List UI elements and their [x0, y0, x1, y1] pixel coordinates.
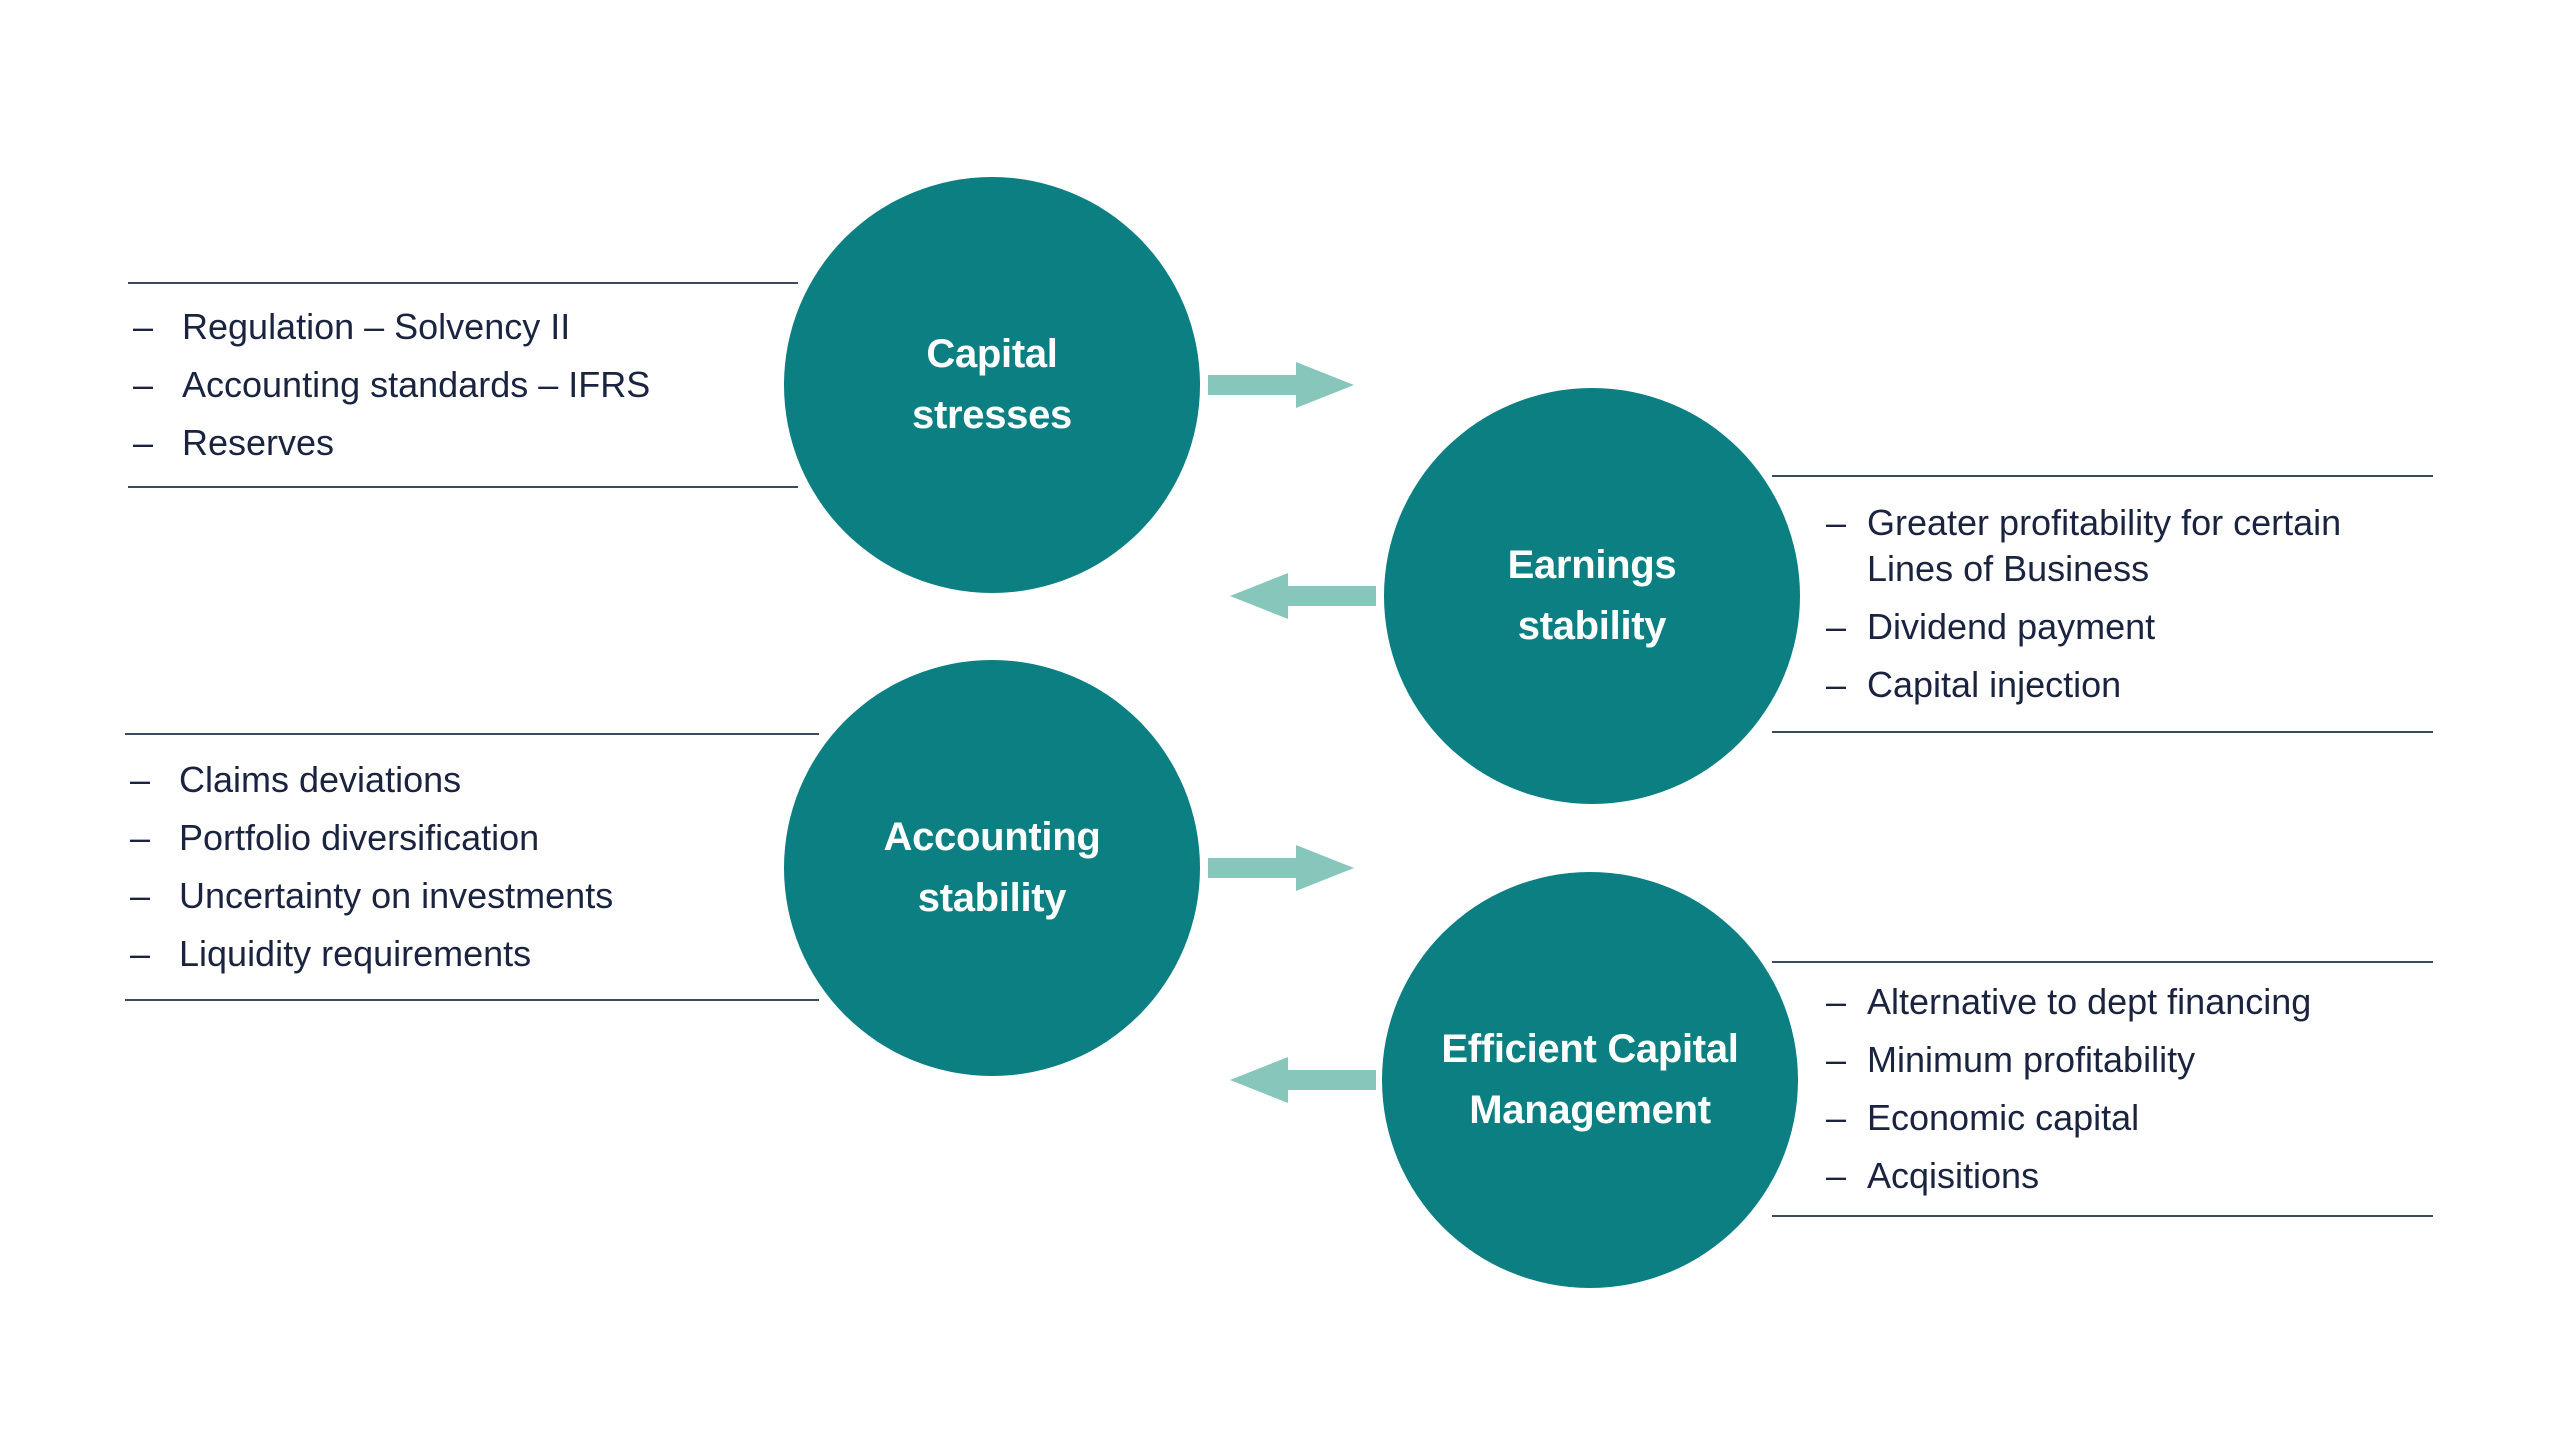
- list-item-text: Acqisitions: [1867, 1155, 2040, 1196]
- list-item: – Alternative to dept financing: [1826, 979, 2425, 1025]
- node-label: Accounting stability: [884, 807, 1101, 929]
- node-label-line: Capital: [926, 332, 1058, 376]
- list-item: – Claims deviations: [130, 757, 819, 803]
- list-item: – Minimum profitability: [1826, 1037, 2425, 1083]
- list-item: – Economic capital: [1826, 1095, 2425, 1141]
- arrow-left-efficient-capital-management-icon: [1230, 1057, 1376, 1103]
- list-item: – Dividend payment: [1826, 604, 2425, 650]
- node-label: Earnings stability: [1508, 535, 1677, 657]
- dash-bullet: –: [130, 933, 151, 974]
- node-capital-stresses: Capital stresses: [784, 177, 1200, 593]
- node-label-line: Earnings: [1507, 543, 1677, 587]
- list-item-text: Reserves: [182, 422, 335, 463]
- node-label-line: Accounting: [883, 815, 1101, 859]
- dash-bullet: –: [130, 817, 151, 858]
- node-label-line: stability: [917, 876, 1067, 920]
- list-efficient-capital-management-outcomes: – Alternative to dept financing – Minimu…: [1772, 961, 2433, 1217]
- node-earnings-stability: Earnings stability: [1384, 388, 1800, 804]
- list-item-text: Minimum profitability: [1867, 1039, 2196, 1080]
- list-item: – Portfolio diversification: [130, 815, 819, 861]
- node-efficient-capital-management: Efficient Capital Management: [1382, 872, 1798, 1288]
- dash-bullet: –: [1826, 1155, 1847, 1196]
- list-item: – Uncertainty on investments: [130, 873, 819, 919]
- node-label-line: stresses: [912, 393, 1072, 437]
- list-item: – Acqisitions: [1826, 1153, 2425, 1199]
- list-item-text: Dividend payment: [1867, 606, 2156, 647]
- list-item-text: Economic capital: [1867, 1097, 2140, 1138]
- arrow-left-earnings-stability-icon: [1230, 573, 1376, 619]
- list-item: – Regulation – Solvency II: [133, 304, 798, 350]
- list-item: – Greater profitability for certain Line…: [1826, 500, 2425, 592]
- node-label-line: Management: [1469, 1088, 1711, 1132]
- dash-bullet: –: [1826, 1097, 1847, 1138]
- list-item-text: Greater profitability for certain Lines …: [1867, 502, 2342, 589]
- dash-bullet: –: [133, 422, 154, 463]
- list-item-text: Alternative to dept financing: [1867, 981, 2312, 1022]
- list-item-text: Liquidity requirements: [179, 933, 532, 974]
- list-capital-stresses-drivers: – Regulation – Solvency II – Accounting …: [128, 282, 798, 488]
- dash-bullet: –: [1826, 606, 1847, 647]
- list-item-text: Regulation – Solvency II: [182, 306, 571, 347]
- list-accounting-stability-drivers: – Claims deviations – Portfolio diversif…: [125, 733, 819, 1001]
- list-item-text: Accounting standards – IFRS: [182, 364, 651, 405]
- node-label: Capital stresses: [912, 324, 1072, 446]
- list-item-text: Portfolio diversification: [179, 817, 540, 858]
- list-item: – Accounting standards – IFRS: [133, 362, 798, 408]
- dash-bullet: –: [130, 759, 151, 800]
- list-item: – Capital injection: [1826, 662, 2425, 708]
- arrow-right-accounting-stability-icon: [1208, 845, 1354, 891]
- list-item: – Liquidity requirements: [130, 931, 819, 977]
- node-label-line: Efficient Capital: [1441, 1027, 1739, 1071]
- list-item-text: Capital injection: [1867, 664, 2122, 705]
- dash-bullet: –: [1826, 502, 1847, 543]
- node-label: Efficient Capital Management: [1441, 1019, 1738, 1141]
- arrow-right-capital-stresses-icon: [1208, 362, 1354, 408]
- dash-bullet: –: [133, 306, 154, 347]
- list-item-text: Claims deviations: [179, 759, 462, 800]
- dash-bullet: –: [1826, 981, 1847, 1022]
- node-label-line: stability: [1517, 604, 1667, 648]
- node-accounting-stability: Accounting stability: [784, 660, 1200, 1076]
- list-earnings-stability-outcomes: – Greater profitability for certain Line…: [1772, 475, 2433, 733]
- list-item: – Reserves: [133, 420, 798, 466]
- dash-bullet: –: [133, 364, 154, 405]
- dash-bullet: –: [1826, 1039, 1847, 1080]
- dash-bullet: –: [130, 875, 151, 916]
- dash-bullet: –: [1826, 664, 1847, 705]
- list-item-text: Uncertainty on investments: [179, 875, 614, 916]
